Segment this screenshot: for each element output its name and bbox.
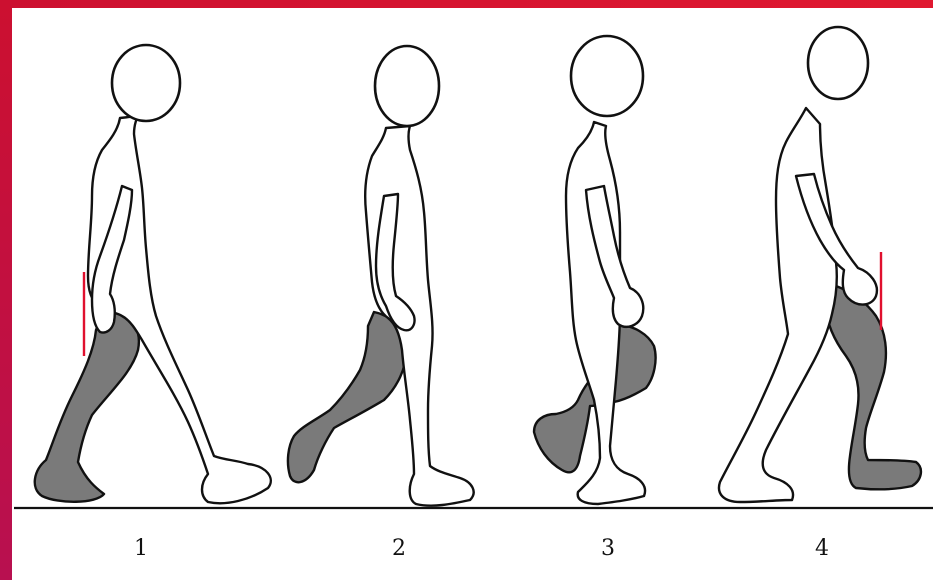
figure-3-head (571, 36, 643, 116)
stage-label-2: 2 (379, 536, 419, 561)
figure-1-shaded-leg (35, 312, 139, 502)
figure-2-head (375, 46, 439, 126)
figure-2 (288, 46, 474, 506)
stage-label-1: 1 (121, 536, 161, 561)
figure-1-head (112, 45, 180, 121)
figure-4-shaded-leg (826, 286, 921, 489)
figure-3 (534, 36, 656, 504)
figure-4 (719, 27, 921, 502)
stage-label-4: 4 (802, 536, 842, 561)
stage-label-3: 3 (588, 536, 628, 561)
figure-4-body (719, 108, 837, 502)
figure-2-shaded-leg (288, 312, 406, 482)
figure-4-head (808, 27, 868, 99)
figure-1 (35, 45, 271, 503)
